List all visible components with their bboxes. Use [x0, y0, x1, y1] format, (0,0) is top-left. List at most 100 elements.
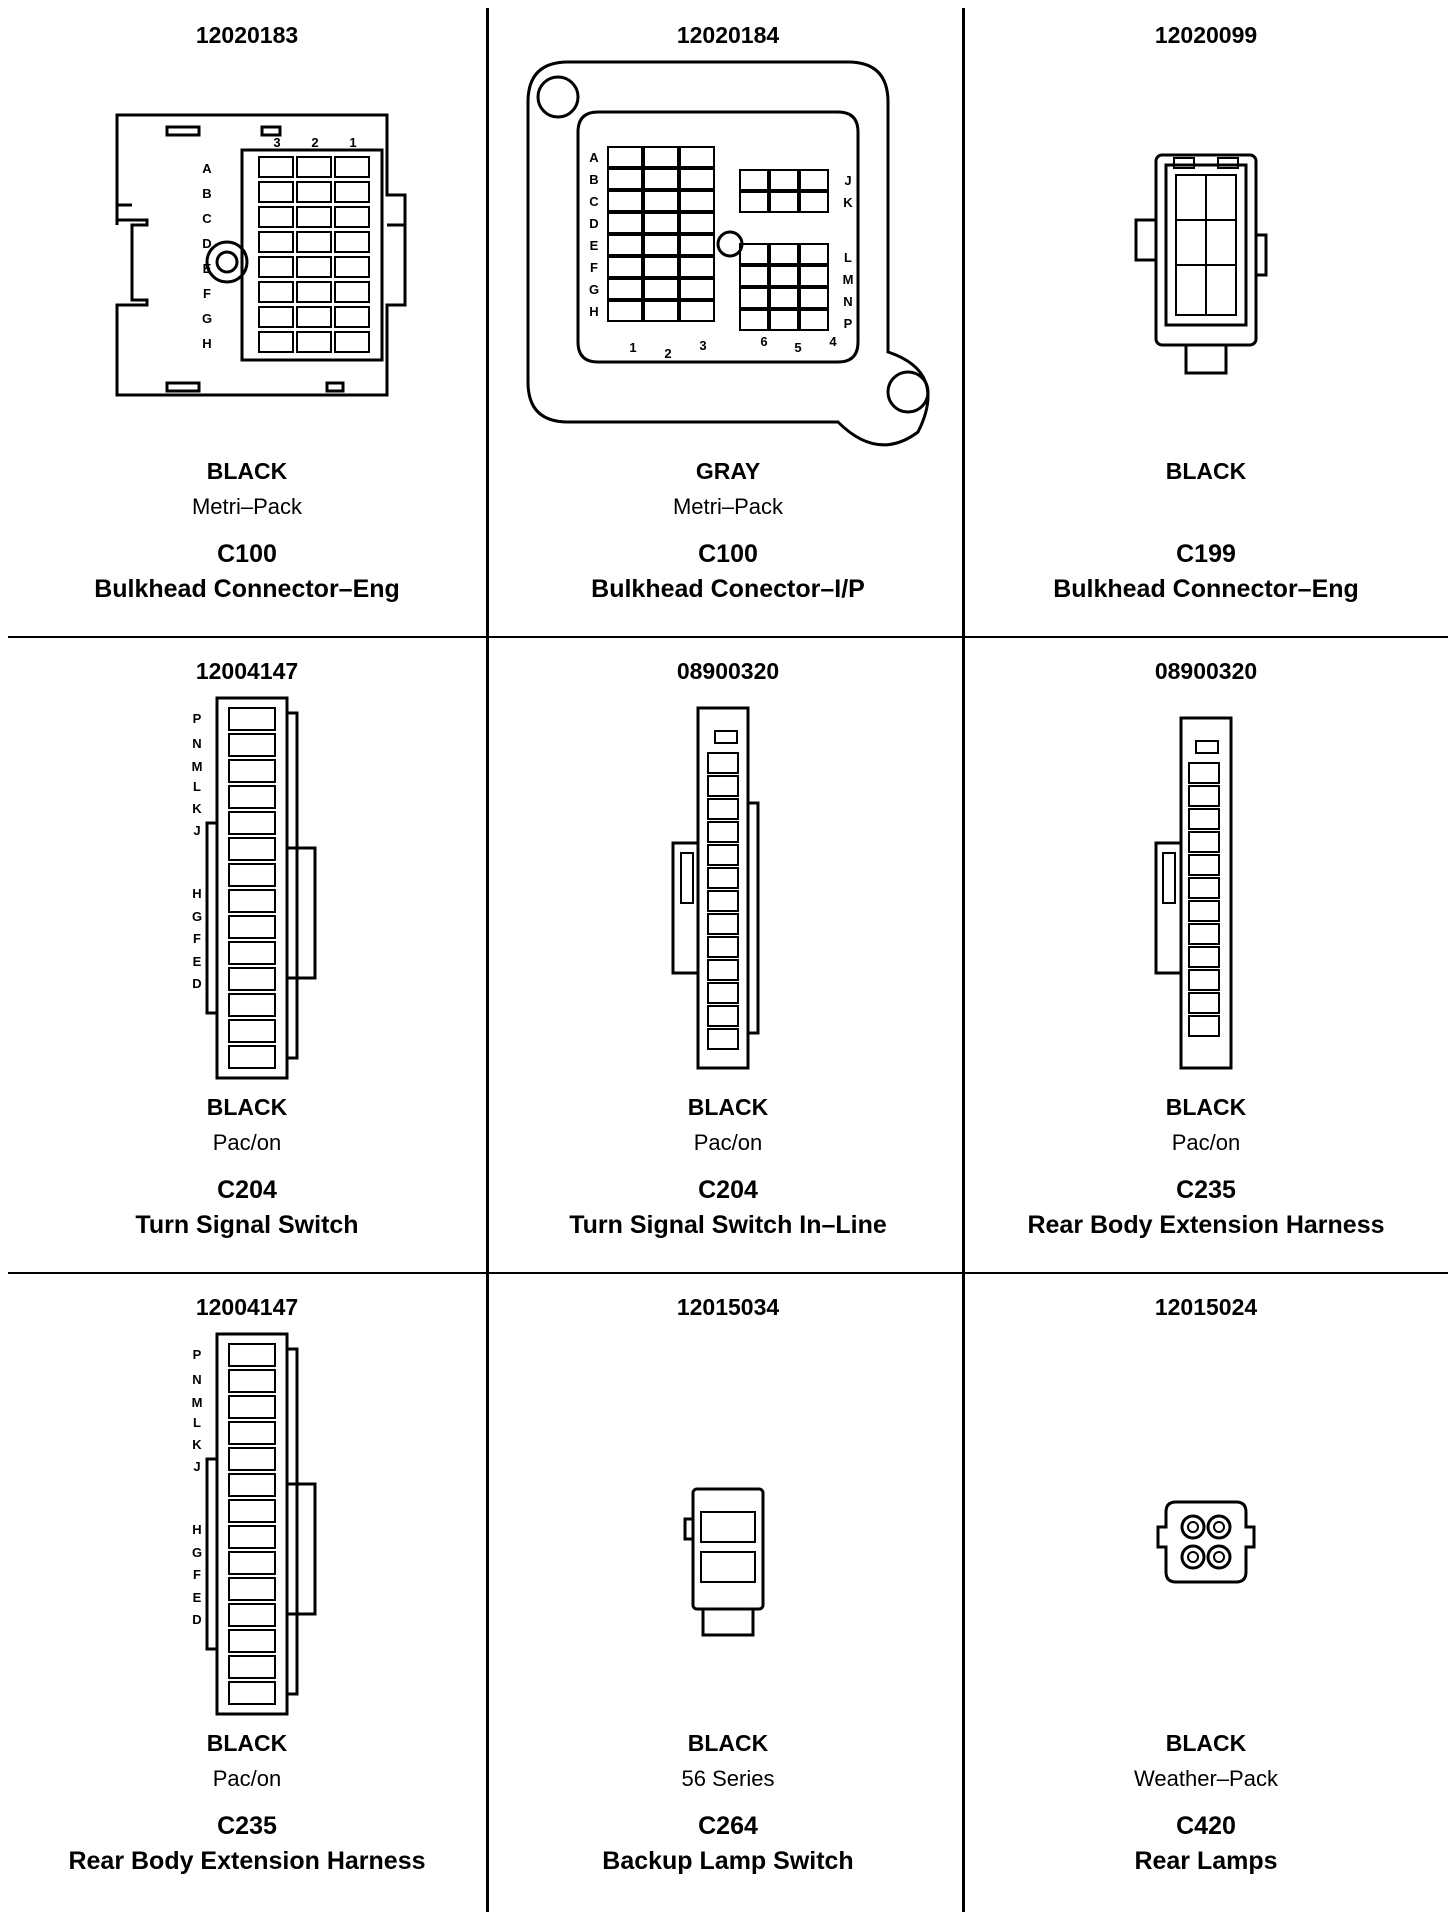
- cavity: [228, 1499, 276, 1523]
- row-letter-label: N: [843, 294, 852, 309]
- cavity: [1188, 762, 1220, 784]
- part-number: 12004147: [195, 1294, 299, 1320]
- connector-diagram: [967, 1492, 1445, 1592]
- part-number: 12020099: [1154, 22, 1258, 48]
- row-letter-label: B: [589, 172, 598, 187]
- cavity: [643, 278, 679, 300]
- cavity: [228, 1369, 276, 1393]
- row-letter-label: F: [590, 260, 598, 275]
- cavity: [739, 309, 769, 331]
- cavity: [228, 811, 276, 835]
- connector-color: BLACK: [1165, 1094, 1247, 1120]
- series56-connector-diagram: [683, 1487, 765, 1637]
- connector-color: BLACK: [1165, 1730, 1247, 1756]
- cavity: [334, 281, 370, 303]
- connector-cell: 08900320 BLACK Pac/on C204 Turn Signal S…: [489, 638, 967, 1272]
- cavity: [228, 1473, 276, 1497]
- cavity: [296, 306, 332, 328]
- row-letter-label: C: [589, 194, 599, 209]
- connector-color: BLACK: [687, 1730, 769, 1756]
- connector-id: C100: [698, 540, 758, 568]
- cavity: [707, 821, 739, 843]
- cavity: [739, 169, 769, 191]
- row-letter-label: K: [843, 195, 853, 210]
- connector-series: Pac/on: [1171, 1130, 1241, 1155]
- cavity-number-label: 3: [699, 338, 706, 353]
- row-letter-label: P: [844, 316, 853, 331]
- cavity: [679, 300, 715, 322]
- cavity: [334, 231, 370, 253]
- cavity: [739, 243, 769, 265]
- cavity: [1188, 900, 1220, 922]
- cavity: [679, 256, 715, 278]
- cavity: [679, 190, 715, 212]
- row-letter-label: L: [193, 779, 201, 794]
- row-letter-label: D: [202, 236, 211, 251]
- row-letter-label: L: [844, 250, 852, 265]
- cavity: [707, 798, 739, 820]
- row-letter-label: B: [202, 186, 211, 201]
- cavity: [1188, 785, 1220, 807]
- cavity-number-label: 2: [664, 346, 671, 361]
- small-bulkhead-connector-diagram: [1134, 153, 1268, 375]
- cavity: [769, 265, 799, 287]
- connector-color: BLACK: [206, 458, 288, 484]
- cavity: [228, 1045, 276, 1069]
- cavity: [707, 867, 739, 889]
- cavity: [1188, 946, 1220, 968]
- cavity: [799, 169, 829, 191]
- connector-name: Rear Body Extension Harness: [1027, 1211, 1385, 1239]
- row-letter-label: J: [193, 823, 200, 838]
- connector-series: Pac/on: [693, 1130, 763, 1155]
- row-letter-label: E: [203, 261, 212, 276]
- cavity: [228, 915, 276, 939]
- cavity: [607, 300, 643, 322]
- connector-diagram: [489, 1484, 967, 1644]
- inline-pacon-connector-diagram: [1154, 716, 1233, 1070]
- cavity: [228, 759, 276, 783]
- cavity: [643, 190, 679, 212]
- connector-series: Pac/on: [212, 1130, 282, 1155]
- cavity: [296, 281, 332, 303]
- cavity: [334, 331, 370, 353]
- cavity: [679, 168, 715, 190]
- cavity: [799, 265, 829, 287]
- connector-series: Metri–Pack: [191, 494, 303, 519]
- cavity: [228, 1629, 276, 1653]
- part-number: 08900320: [1154, 658, 1258, 684]
- row-letter-label: G: [202, 311, 212, 326]
- cavity: [607, 146, 643, 168]
- cavity: [799, 287, 829, 309]
- cavity: [228, 1577, 276, 1601]
- cavity: [228, 1603, 276, 1627]
- row-letter-label: F: [203, 286, 211, 301]
- connector-color: BLACK: [687, 1094, 769, 1120]
- cavity: [258, 331, 294, 353]
- cavity: [228, 1681, 276, 1705]
- cavity: [228, 1421, 276, 1445]
- connector-series: Pac/on: [212, 1766, 282, 1791]
- cavity: [228, 1395, 276, 1419]
- cavity: [679, 234, 715, 256]
- cavity: [258, 281, 294, 303]
- row-letter-label: P: [193, 1347, 202, 1362]
- cavity: [769, 309, 799, 331]
- part-number: 12015034: [676, 1294, 780, 1320]
- connector-color: BLACK: [1165, 458, 1247, 484]
- cavity: [1188, 992, 1220, 1014]
- connector-cell: 12015024 BLACK Weather–Pack C: [967, 1274, 1445, 1912]
- column-number-label: 2: [311, 135, 318, 150]
- connector-series: Weather–Pack: [1134, 1766, 1278, 1791]
- cavity: [707, 913, 739, 935]
- cavity: [258, 206, 294, 228]
- cavity: [799, 309, 829, 331]
- row-letter-label: H: [589, 304, 598, 319]
- cavity: [1188, 877, 1220, 899]
- row-letter-label: J: [193, 1459, 200, 1474]
- cavity: [334, 206, 370, 228]
